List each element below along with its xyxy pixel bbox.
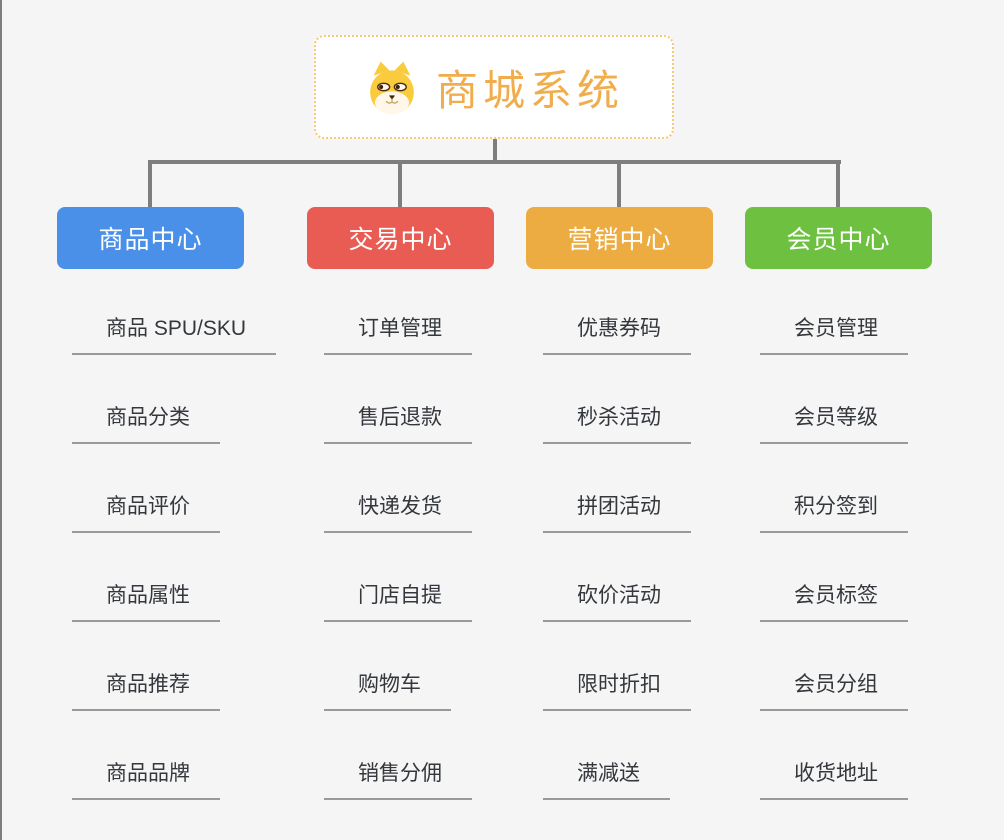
leaf-node[interactable]: 订单管理 — [324, 311, 472, 355]
leaf-node[interactable]: 限时折扣 — [543, 667, 691, 711]
leaf-node[interactable]: 收货地址 — [760, 756, 908, 800]
branch-label: 营销中心 — [567, 226, 672, 254]
connector-root-drop — [493, 139, 497, 163]
root-title: 商城系统 — [435, 66, 624, 114]
connector-branch-drop — [398, 160, 402, 208]
leaf-node[interactable]: 购物车 — [324, 667, 451, 711]
branch-trunk-line — [0, 0, 2, 530]
branch-trunk-line — [0, 530, 2, 840]
branch-label: 交易中心 — [348, 226, 453, 254]
leaf-node[interactable]: 会员管理 — [760, 311, 908, 355]
leaf-node[interactable]: 秒杀活动 — [543, 400, 691, 444]
leaf-node[interactable]: 商品推荐 — [72, 667, 220, 711]
leaf-node[interactable]: 快递发货 — [324, 489, 472, 533]
leaf-node[interactable]: 会员等级 — [760, 400, 908, 444]
leaf-node[interactable]: 优惠券码 — [543, 311, 691, 355]
leaf-node[interactable]: 商品 SPU/SKU — [72, 311, 277, 355]
branch-product-center[interactable]: 商品中心 — [57, 207, 244, 269]
connector-branch-drop — [148, 160, 152, 208]
shiba-dog-icon — [364, 59, 420, 115]
connector-branch-drop — [617, 160, 621, 208]
leaf-node[interactable]: 商品属性 — [72, 578, 220, 622]
leaf-node[interactable]: 积分签到 — [760, 489, 908, 533]
leaf-node[interactable]: 拼团活动 — [543, 489, 691, 533]
branch-trade-center[interactable]: 交易中心 — [307, 207, 494, 269]
branch-member-center[interactable]: 会员中心 — [745, 207, 932, 269]
branch-label: 商品中心 — [98, 226, 203, 254]
leaf-node[interactable]: 会员标签 — [760, 578, 908, 622]
leaf-node[interactable]: 商品品牌 — [72, 756, 220, 800]
branch-label: 会员中心 — [786, 226, 891, 254]
root-node[interactable]: 商城系统 — [314, 35, 674, 139]
branch-marketing-center[interactable]: 营销中心 — [526, 207, 713, 269]
leaf-node[interactable]: 售后退款 — [324, 400, 472, 444]
leaf-node[interactable]: 销售分佣 — [324, 756, 472, 800]
leaf-node[interactable]: 会员分组 — [760, 667, 908, 711]
leaf-node[interactable]: 商品分类 — [72, 400, 220, 444]
connector-branch-drop — [836, 160, 840, 208]
leaf-node[interactable]: 门店自提 — [324, 578, 472, 622]
leaf-node[interactable]: 商品评价 — [72, 489, 220, 533]
leaf-node[interactable]: 满减送 — [543, 756, 670, 800]
leaf-node[interactable]: 砍价活动 — [543, 578, 691, 622]
connector-bus — [148, 160, 841, 164]
